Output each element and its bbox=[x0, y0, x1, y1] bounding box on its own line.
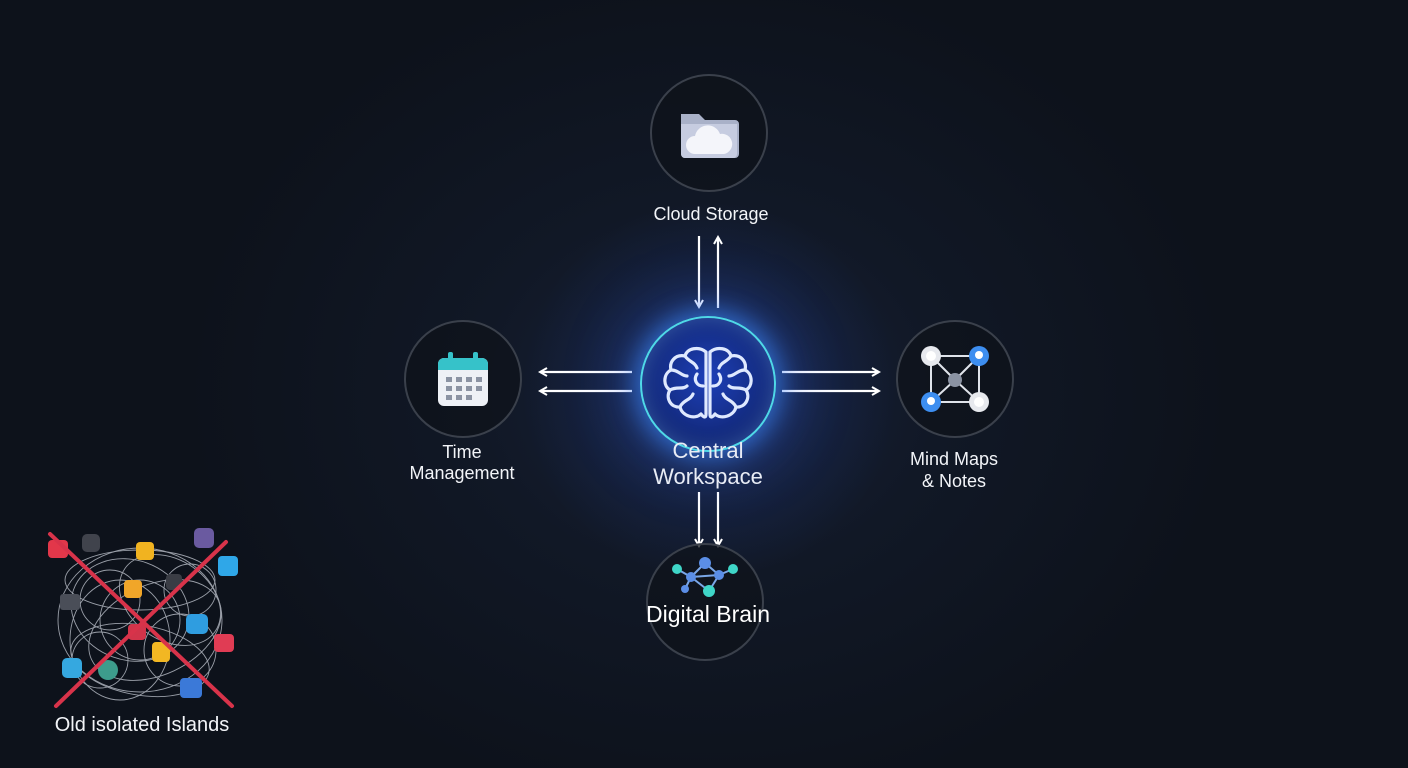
central-label-line2: Workspace bbox=[653, 464, 763, 489]
central-label-line1: Central bbox=[672, 438, 744, 463]
node-time-management[interactable] bbox=[404, 320, 522, 438]
central-workspace-label: Central Workspace bbox=[608, 438, 808, 490]
digital-brain-label: Digital Brain bbox=[646, 601, 770, 627]
app-icon-alert bbox=[124, 580, 142, 598]
cross-out-mark bbox=[48, 532, 234, 708]
node-digital-brain[interactable] bbox=[646, 543, 764, 661]
node-mind-maps[interactable] bbox=[896, 320, 1014, 438]
app-icon-link bbox=[194, 528, 214, 548]
app-icon-photo bbox=[218, 556, 238, 576]
time-label-line2: Management bbox=[409, 463, 515, 483]
tangled-apps-icon bbox=[48, 528, 238, 708]
mind-maps-label: Mind Maps & Notes bbox=[874, 448, 1034, 492]
app-icon-doc bbox=[152, 642, 170, 662]
app-icons bbox=[48, 528, 238, 698]
time-label-line1: Time bbox=[442, 442, 482, 462]
app-icon-chat bbox=[82, 534, 100, 552]
cloud-folder-icon bbox=[681, 114, 739, 158]
neural-network-icon bbox=[672, 557, 738, 597]
network-graph-icon bbox=[921, 346, 989, 412]
calendar-icon bbox=[438, 352, 488, 406]
old-isolated-islands-label: Old isolated Islands bbox=[54, 714, 230, 736]
app-icon-phone bbox=[136, 542, 154, 560]
mind-label-line1: Mind Maps bbox=[909, 449, 999, 469]
app-icon-face bbox=[62, 658, 82, 678]
cloud-storage-label: Cloud Storage bbox=[653, 204, 769, 224]
app-icon-blue-square bbox=[180, 678, 202, 698]
app-icon-message bbox=[186, 614, 208, 634]
central-workspace-node[interactable] bbox=[640, 316, 776, 452]
brain-icon bbox=[663, 346, 753, 419]
app-icon-teal bbox=[98, 660, 118, 680]
app-icon-keyboard bbox=[60, 594, 80, 610]
time-management-label: Time Management bbox=[380, 442, 544, 484]
app-icon-camera bbox=[214, 634, 234, 652]
app-icon-red-app bbox=[128, 624, 146, 640]
node-cloud-storage[interactable] bbox=[650, 74, 768, 192]
mind-label-line2: & Notes bbox=[921, 471, 987, 491]
